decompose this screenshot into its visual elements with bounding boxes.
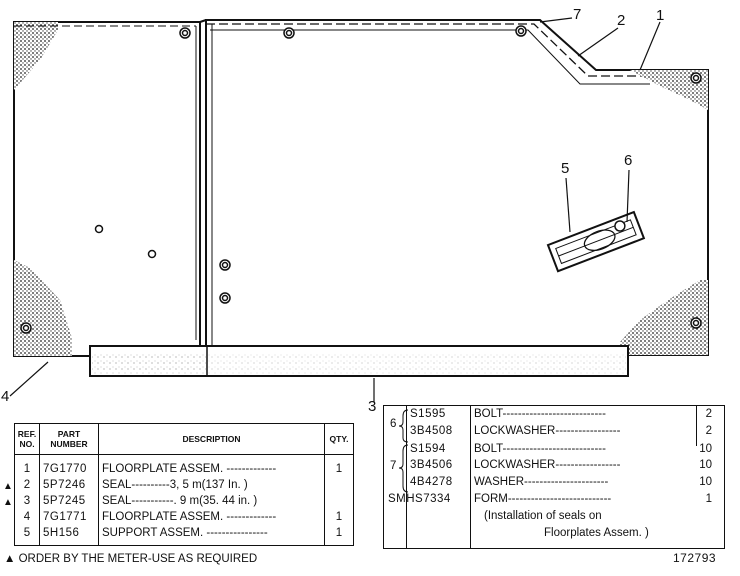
callout-3: 3	[368, 398, 377, 415]
leader-lines	[9, 17, 661, 402]
quantity: 1	[705, 493, 712, 505]
column-divider	[406, 406, 407, 548]
ref-no: 2	[14, 477, 40, 493]
hardware-table: S1595 BOLT--------------------------- 2 …	[383, 405, 725, 549]
left-floorplate	[13, 21, 201, 357]
quantity: 2	[705, 408, 712, 420]
image-number: 172793	[673, 551, 717, 565]
description: WASHER----------------------	[474, 476, 609, 488]
list-item: 4B4278 WASHER---------------------- 10	[384, 476, 724, 492]
description: FORM---------------------------	[474, 493, 612, 505]
parts-table-header: REF. NO. PART NUMBER DESCRIPTION QTY.	[14, 423, 354, 455]
quantity: 10	[699, 459, 712, 471]
list-item: SMHS7334 FORM---------------------------…	[384, 493, 724, 509]
column-divider	[696, 406, 697, 446]
quantity: 1	[335, 511, 343, 523]
description: SUPPORT ASSEM. ----------------	[98, 525, 325, 546]
ref-no: 1	[14, 454, 40, 477]
list-item: 3B4508 LOCKWASHER----------------- 2	[384, 425, 724, 441]
bolt-holes	[20, 25, 702, 334]
description: FLOORPLATE ASSEM. -------------	[98, 454, 325, 477]
list-item: 3B4506 LOCKWASHER----------------- 10	[384, 459, 724, 475]
description: SEAL-----------. 9 m(35. 44 in. )	[98, 493, 325, 509]
list-item: S1594 BOLT--------------------------- 10	[384, 443, 724, 459]
ref-no: 3	[14, 493, 40, 509]
ref-no: 4	[14, 509, 40, 525]
floorplate-drawing	[9, 17, 709, 402]
part-number: 5P7246	[39, 477, 99, 493]
part-number: S1595	[410, 408, 446, 420]
description: BOLT---------------------------	[474, 443, 606, 455]
quantity: 1	[335, 527, 343, 539]
group-number: 7	[390, 460, 397, 472]
part-number: 4B4278	[410, 476, 453, 488]
right-floorplate	[199, 19, 709, 356]
support-assembly	[546, 210, 646, 273]
description: LOCKWASHER-----------------	[474, 425, 621, 437]
order-footnote: ▲ ORDER BY THE METER-USE AS REQUIRED	[4, 553, 258, 565]
quantity: 2	[705, 425, 712, 437]
part-number: 3B4508	[410, 425, 453, 437]
quantity: 10	[699, 476, 712, 488]
bottom-seal	[89, 345, 629, 377]
description: BOLT---------------------------	[474, 408, 606, 420]
description: LOCKWASHER-----------------	[474, 459, 621, 471]
callout-7: 7	[573, 6, 582, 23]
column-divider	[470, 406, 471, 548]
part-number: 5H156	[39, 525, 99, 546]
part-number: SMHS7334	[388, 493, 451, 505]
part-number: S1594	[410, 443, 446, 455]
description: FLOORPLATE ASSEM. -------------	[98, 509, 325, 525]
group-braces	[398, 409, 409, 493]
quantity	[325, 493, 354, 509]
callout-6: 6	[624, 152, 633, 169]
part-number: 3B4506	[410, 459, 453, 471]
part-number: 7G1770	[39, 454, 99, 477]
quantity: 10	[699, 443, 712, 455]
marker-row-2: ▲	[3, 481, 13, 492]
header-ref: REF. NO.	[14, 423, 40, 455]
header-part-number: PART NUMBER	[39, 423, 99, 455]
header-description: DESCRIPTION	[98, 423, 325, 455]
quantity: 1	[335, 463, 343, 475]
quantity	[325, 477, 354, 493]
group-number: 6	[390, 418, 397, 430]
callout-4: 4	[1, 388, 10, 405]
part-number: 7G1771	[39, 509, 99, 525]
ref-no: 5	[14, 525, 40, 546]
installation-note-line-1: (Installation of seals on	[484, 510, 602, 522]
callout-2: 2	[617, 12, 626, 29]
marker-row-3: ▲	[3, 497, 13, 508]
part-number: 5P7245	[39, 493, 99, 509]
description: SEAL----------3, 5 m(137 In. )	[98, 477, 325, 493]
list-item: S1595 BOLT--------------------------- 2	[384, 408, 724, 424]
callout-5: 5	[561, 160, 570, 177]
header-qty: QTY.	[324, 423, 354, 455]
callout-1: 1	[656, 7, 665, 24]
installation-note-line-2: Floorplates Assem. )	[544, 527, 649, 539]
